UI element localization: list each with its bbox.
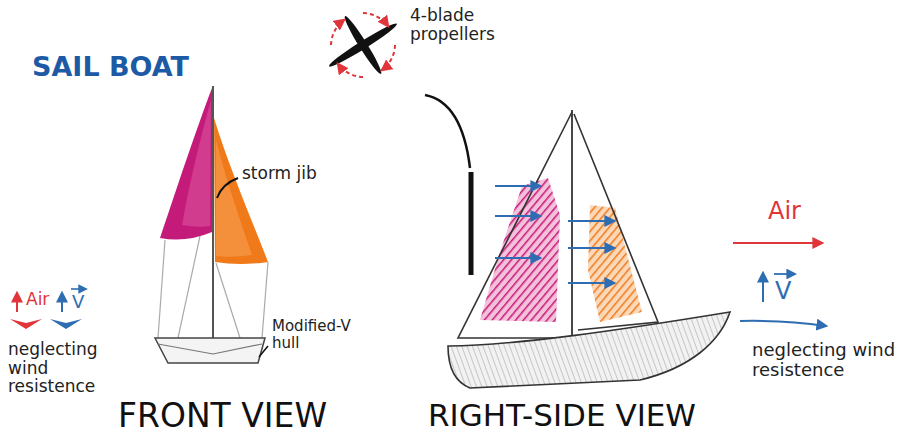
vector-arrow bbox=[71, 288, 86, 290]
part-label: 4-blade propellers bbox=[410, 6, 520, 43]
air-flow-arrow bbox=[568, 282, 614, 284]
sail-highlight bbox=[216, 140, 252, 257]
part-label: Modified-V hull bbox=[272, 318, 372, 351]
velocity-label: V bbox=[775, 278, 791, 304]
air-arrow bbox=[733, 242, 822, 244]
rigging-line bbox=[178, 236, 200, 338]
propeller-blade bbox=[342, 14, 385, 76]
leader-line bbox=[259, 346, 268, 357]
velocity-up-arrow bbox=[762, 273, 764, 302]
title-text: SAIL BOAT bbox=[32, 52, 189, 82]
leader-line bbox=[217, 178, 238, 198]
propeller-hub bbox=[360, 42, 366, 48]
view-label: RIGHT-SIDE VIEW bbox=[428, 398, 696, 432]
velocity-label: V bbox=[72, 292, 84, 312]
air-flow-arrow bbox=[568, 247, 614, 249]
hull bbox=[448, 312, 730, 388]
rotation-arrow bbox=[382, 45, 395, 70]
sail-highlight bbox=[182, 100, 211, 227]
propeller-side bbox=[469, 172, 474, 275]
air-flow-arrow bbox=[495, 257, 540, 259]
hull bbox=[155, 338, 265, 363]
air-label: Air bbox=[26, 290, 49, 309]
rigging-line bbox=[262, 262, 268, 338]
air-label: Air bbox=[768, 198, 801, 224]
propeller-icon bbox=[327, 13, 399, 77]
front-view-boat bbox=[155, 86, 268, 363]
air-flow-arrow bbox=[568, 220, 614, 222]
red-chevron bbox=[10, 319, 42, 329]
side-view-boat bbox=[448, 110, 730, 388]
view-label: FRONT VIEW bbox=[118, 398, 327, 434]
rigging-line bbox=[158, 240, 165, 338]
rigging-line bbox=[216, 263, 240, 338]
leader-line bbox=[425, 95, 470, 168]
blue-chevron bbox=[50, 319, 82, 329]
vector-arrow bbox=[774, 273, 795, 275]
velocity-up-arrow bbox=[61, 293, 63, 312]
note-text: neglecting wind resistence bbox=[8, 340, 108, 396]
mast bbox=[571, 110, 573, 346]
mainsail-hatch bbox=[480, 178, 560, 322]
rotation-arrow bbox=[363, 13, 388, 26]
hull-v-line bbox=[158, 344, 262, 354]
storm-jib-sail bbox=[214, 118, 268, 264]
note-text: neglecting wind resistence bbox=[752, 340, 912, 380]
mast bbox=[212, 86, 214, 340]
propeller-blade bbox=[327, 20, 399, 69]
wind-arrow bbox=[740, 321, 826, 326]
mainsail-outline bbox=[458, 112, 572, 338]
mainsail bbox=[160, 88, 212, 240]
air-flow-arrow bbox=[495, 215, 540, 217]
air-flow-arrow bbox=[495, 185, 540, 187]
rotation-arrow bbox=[338, 64, 363, 77]
air-up-arrow bbox=[16, 293, 18, 312]
part-label: storm jib bbox=[242, 164, 317, 183]
rotation-arrow bbox=[331, 20, 344, 45]
